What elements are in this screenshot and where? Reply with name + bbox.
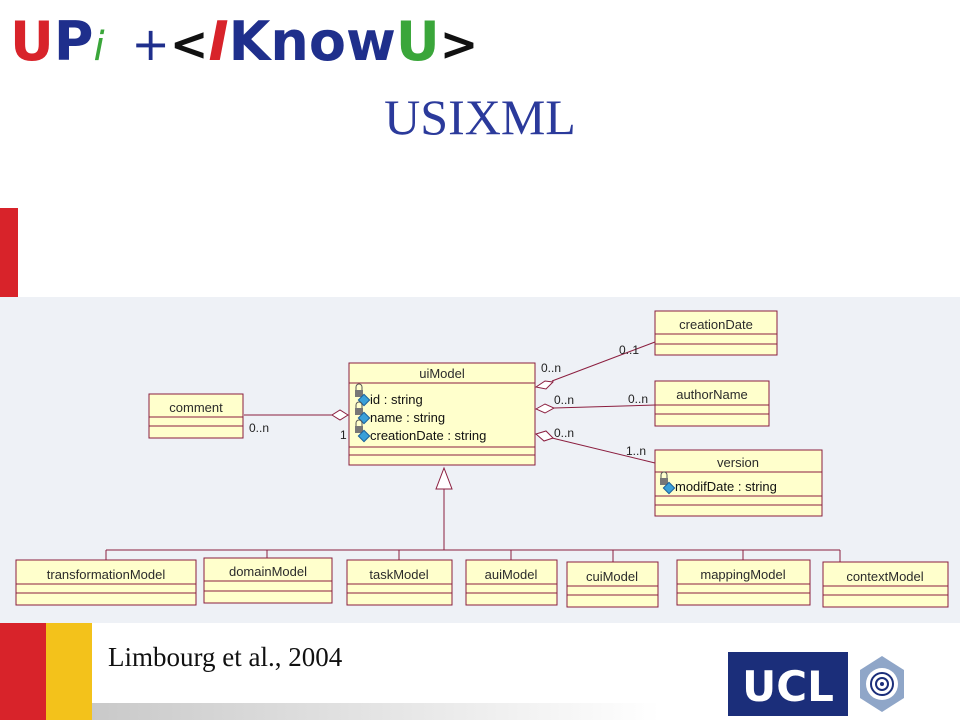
aggregation-diamond-version [534,430,554,442]
assoc-version [551,437,656,464]
class-version: version modifDate : string [654,449,823,517]
svg-text:UPi +<IKnowU>: UPi +<IKnowU> [10,10,478,70]
class-name-uimodel: uiModel [419,366,465,381]
aggregation-diamond-comment [331,409,349,421]
class-taskmodel: taskModel [346,559,453,606]
mult-version-ui: 0..n [554,426,574,440]
class-uimodel: uiModel id : string name : string creati… [348,362,536,466]
upi-iknowu-logo: UPi +<IKnowU> [10,10,478,70]
class-name-creationdate: creationDate [679,317,753,332]
class-auimodel: auiModel [465,559,558,606]
citation: Limbourg et al., 2004 [108,642,343,672]
class-transformationmodel: transformationModel [15,559,197,606]
class-name-contextmodel: contextModel [846,569,923,584]
logo-letter-u: U [10,10,54,70]
class-name-comment: comment [169,400,223,415]
yellow-accent-block [46,623,92,720]
association-lines [105,341,841,562]
logo-letter-i: i [93,24,104,70]
red-accent-block [0,623,46,720]
class-name-mappingmodel: mappingModel [700,567,785,582]
class-domainmodel: domainModel [203,557,333,604]
red-accent-bar [0,208,18,298]
class-mappingmodel: mappingModel [676,559,811,606]
attr-creationdate: creationDate : string [370,428,486,443]
logo-word-know: Know [229,10,396,70]
aggregation-diamond-creationdate [534,380,555,390]
assoc-creationdate [551,341,656,382]
class-comment: comment [148,393,244,439]
ucl-logo: UCL [728,652,904,716]
assoc-authorname [553,404,656,409]
class-name-authorname: authorName [676,387,748,402]
logo-close-bracket: > [440,17,479,70]
class-name-taskmodel: taskModel [369,567,428,582]
class-name-version: version [717,455,759,470]
mult-creation-ui: 0..n [541,361,561,375]
mult-version-far: 1..n [626,444,646,458]
generalization-arrow [435,466,453,490]
mult-author-ui: 0..n [554,393,574,407]
mult-comment-near: 0..n [249,421,269,435]
attr-name: name : string [370,410,445,425]
class-name-auimodel: auiModel [485,567,538,582]
logo-open-bracket: < [170,17,209,70]
class-creationdate: creationDate [654,310,778,356]
class-name-transformationmodel: transformationModel [47,567,166,582]
class-name-cuimodel: cuiModel [586,569,638,584]
attribute-lock-icon [355,419,371,443]
class-name-domainmodel: domainModel [229,564,307,579]
class-contextmodel: contextModel [822,561,949,608]
aggregation-diamond-authorname [534,403,556,414]
ucl-logo-text: UCL [742,662,834,711]
ucl-emblem-icon [860,656,904,712]
bottom-decoration [0,623,660,720]
grey-gradient-strip [92,703,660,720]
slide-title: USIXML [384,89,576,145]
mult-author-far: 0..n [628,392,648,406]
logo-plus: + [131,17,170,70]
class-cuimodel: cuiModel [566,561,659,608]
attribute-lock-icon [660,471,676,495]
attr-modifdate: modifDate : string [675,479,777,494]
mult-comment-ui: 1 [340,428,347,442]
uml-class-diagram: 0..n 1 0..n 0..1 0..n 0..n 0..n 1..n uiM… [15,310,949,608]
logo-letter-p: P [54,10,94,70]
logo-letter-capital-i: I [208,10,228,70]
logo-letter-u2: U [396,10,440,70]
mult-creation-far: 0..1 [619,343,639,357]
attr-id: id : string [370,392,423,407]
class-authorname: authorName [654,380,770,427]
